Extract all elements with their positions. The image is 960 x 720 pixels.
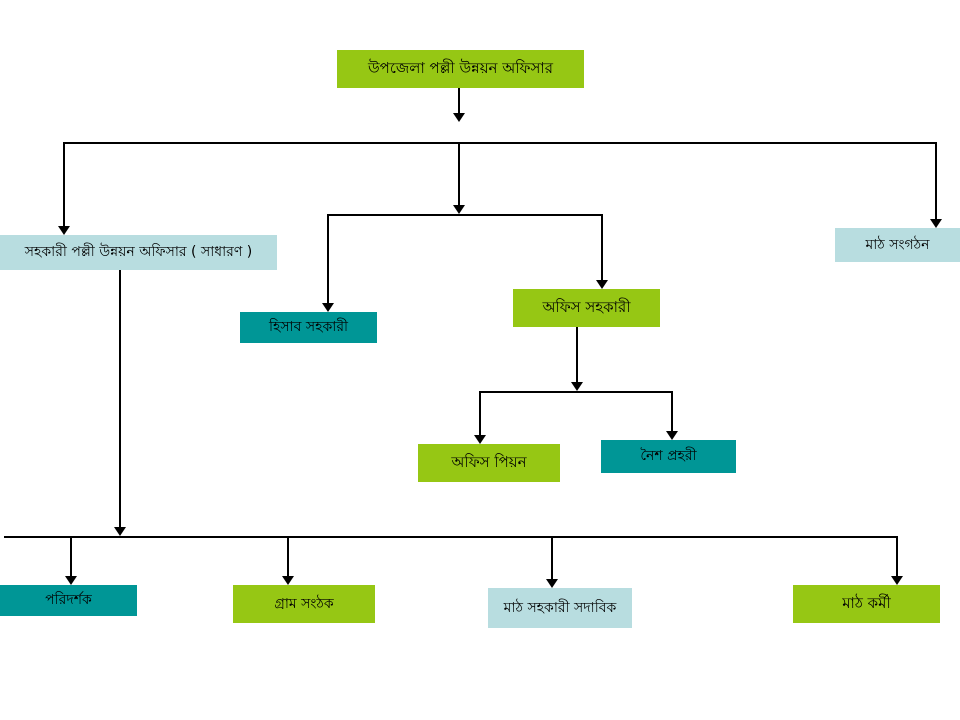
- connector-line: [576, 327, 578, 384]
- node-office-assistant: অফিস সহকারী: [513, 289, 660, 327]
- node-field-worker: মাঠ কর্মী: [793, 585, 940, 623]
- connector-line: [4, 536, 898, 538]
- arrowhead: [596, 280, 608, 289]
- node-inspector: পরিদর্শক: [0, 585, 137, 616]
- arrowhead: [114, 527, 126, 536]
- arrowhead: [58, 226, 70, 235]
- connector-line: [63, 142, 937, 144]
- connector-line: [70, 536, 72, 578]
- arrowhead: [282, 576, 294, 585]
- connector-line: [935, 142, 937, 221]
- connector-line: [479, 391, 481, 437]
- node-field-organization: মাঠ সংগঠন: [835, 228, 960, 262]
- arrowhead: [322, 303, 334, 312]
- node-village-organizer: গ্রাম সংঠক: [233, 585, 375, 623]
- node-field-assistant: মাঠ সহকারী সদাবিক: [488, 588, 632, 628]
- node-accounts-assistant: হিসাব সহকারী: [240, 312, 377, 343]
- arrowhead: [453, 113, 465, 122]
- arrowhead: [891, 576, 903, 585]
- connector-line: [458, 142, 460, 207]
- arrowhead: [453, 205, 465, 214]
- connector-line: [287, 536, 289, 578]
- connector-line: [896, 536, 898, 578]
- arrowhead: [666, 431, 678, 440]
- node-office-peon: অফিস পিয়ন: [418, 444, 560, 482]
- connector-line: [63, 142, 65, 228]
- node-assistant-rd-officer: সহকারী পল্লী উন্নয়ন অফিসার ( সাধারণ ): [0, 235, 277, 270]
- arrowhead: [546, 579, 558, 588]
- connector-line: [601, 214, 603, 282]
- connector-line: [119, 270, 121, 529]
- arrowhead: [930, 219, 942, 228]
- arrowhead: [65, 576, 77, 585]
- arrowhead: [474, 435, 486, 444]
- connector-line: [327, 214, 603, 216]
- arrowhead: [571, 382, 583, 391]
- connector-line: [671, 391, 673, 433]
- connector-line: [327, 214, 329, 305]
- node-upazila-rd-officer: উপজেলা পল্লী উন্নয়ন অফিসার: [337, 50, 584, 88]
- connector-line: [479, 391, 673, 393]
- connector-line: [458, 88, 460, 114]
- connector-line: [551, 536, 553, 581]
- node-night-guard: নৈশ প্রহরী: [601, 440, 736, 473]
